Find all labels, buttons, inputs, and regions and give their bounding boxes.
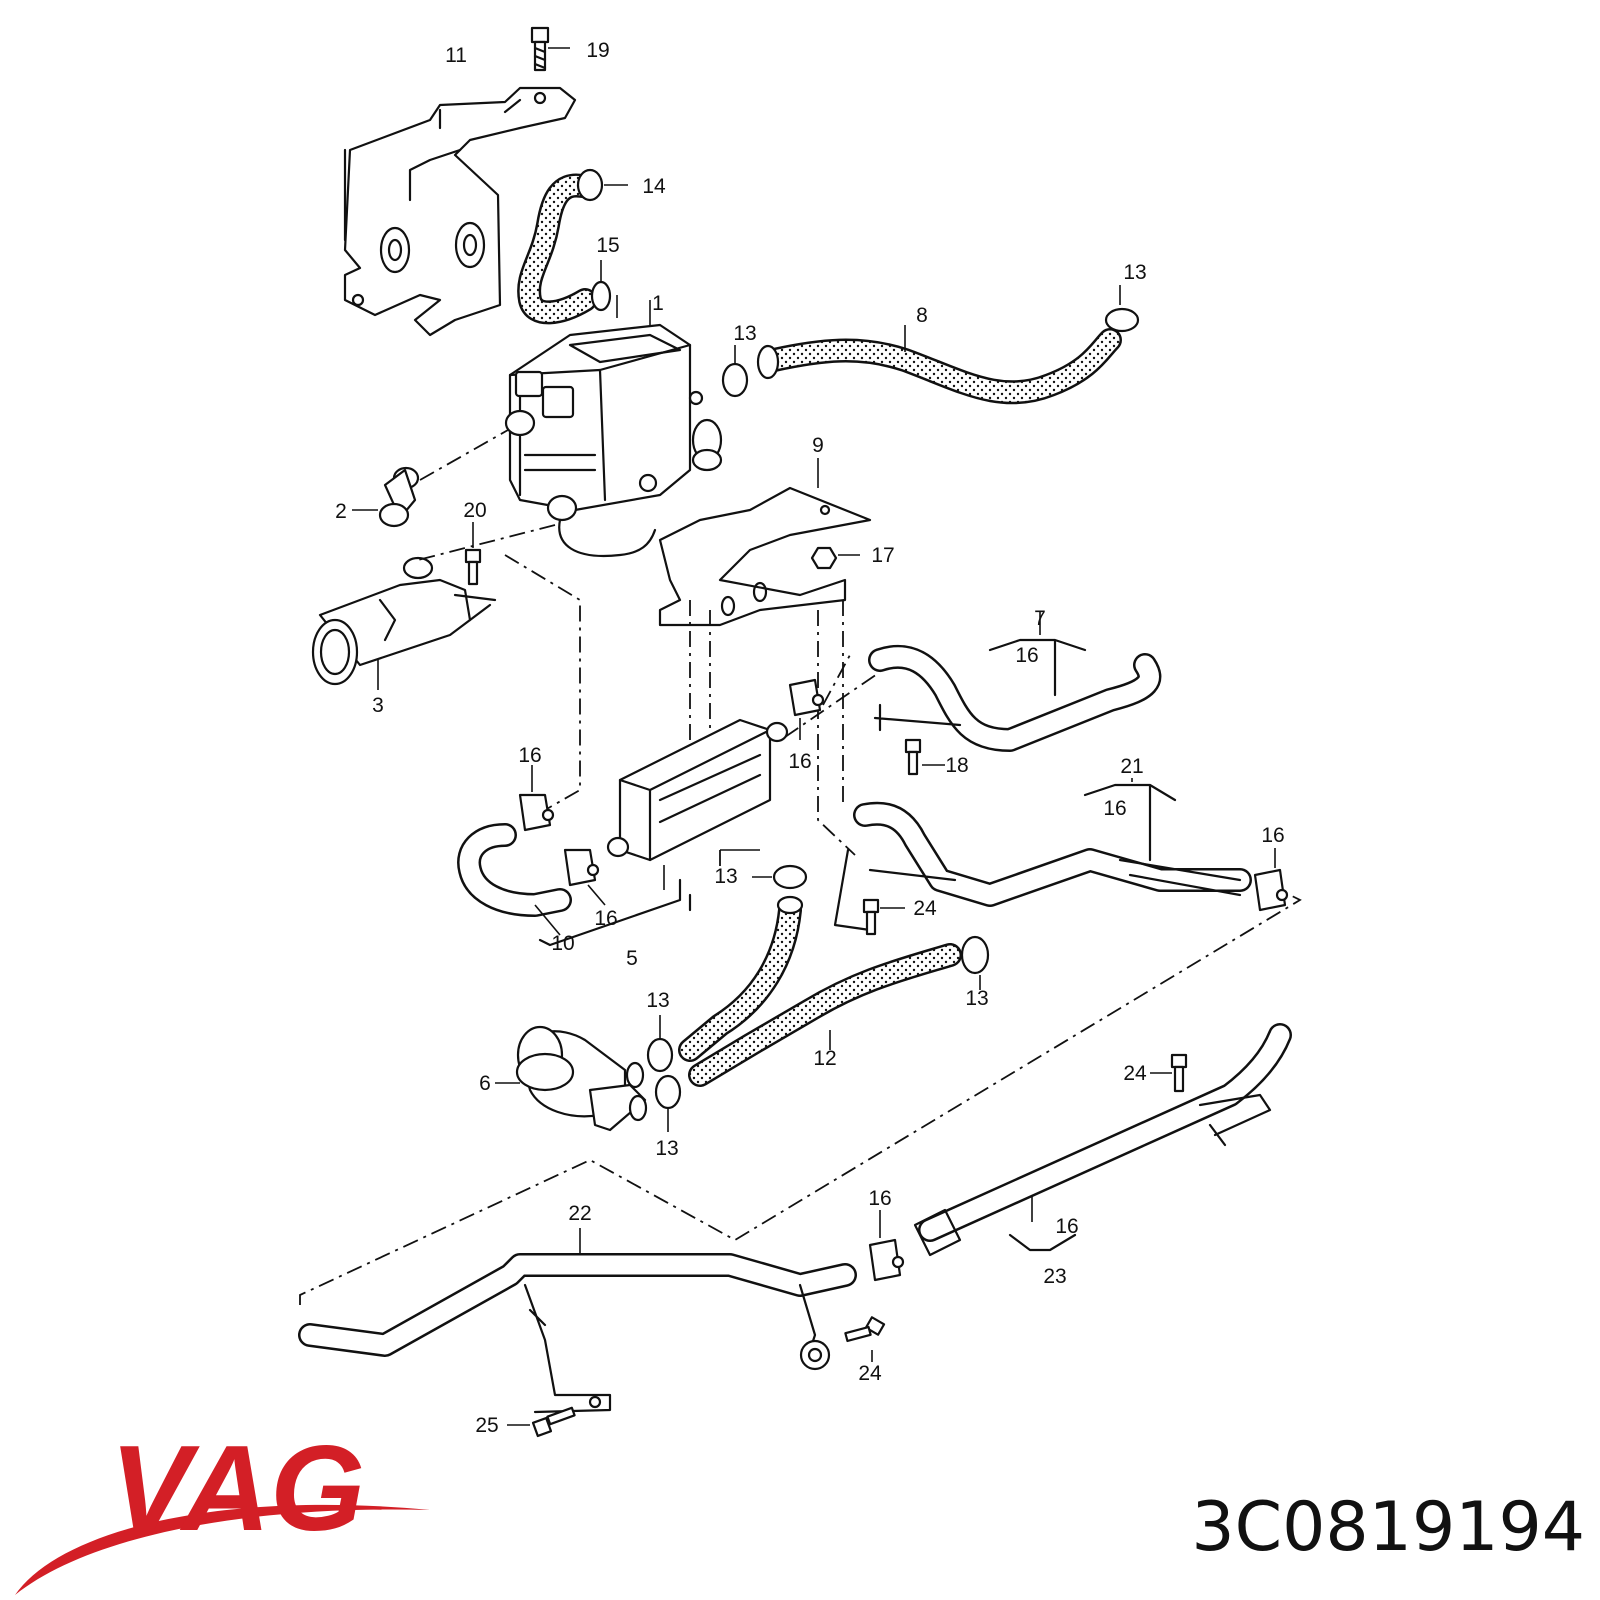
clamp-16-left-upper xyxy=(518,765,555,832)
callout-label: 16 xyxy=(518,744,541,767)
clamp-16-mid xyxy=(788,678,825,740)
bracket-11 xyxy=(343,86,577,337)
callout-label: 13 xyxy=(655,1137,678,1160)
brand-name: VAG xyxy=(110,1420,365,1556)
silencer-3 xyxy=(311,524,556,690)
callout-label: 13 xyxy=(1123,261,1146,284)
callout-label: 19 xyxy=(586,39,609,62)
callout-label: 22 xyxy=(568,1202,591,1225)
callout-label: 16 xyxy=(1103,797,1126,820)
callout-labels: 1 2 3 5 6 7 8 9 10 11 12 13 13 13 13 13 … xyxy=(335,39,1285,1437)
callout-label: 13 xyxy=(714,865,737,888)
bolt-18 xyxy=(904,738,945,776)
callout-label: 24 xyxy=(858,1362,882,1385)
part-number: 3C0819194 xyxy=(1191,1488,1585,1567)
callout-label: 13 xyxy=(733,322,756,345)
bolt-24-mid xyxy=(1150,1053,1188,1093)
muffler-5 xyxy=(538,671,881,947)
callout-label: 16 xyxy=(788,750,811,773)
clamp-13-right xyxy=(960,935,990,990)
clamp-13-upper xyxy=(721,345,749,398)
bolt-24-lower xyxy=(844,1316,886,1362)
callout-label: 13 xyxy=(965,987,988,1010)
callout-label: 16 xyxy=(1055,1215,1078,1238)
clamp-13-pump-upper xyxy=(646,1015,674,1073)
bolt-20 xyxy=(464,522,482,586)
callout-label: 2 xyxy=(335,500,347,523)
hose-10 xyxy=(457,823,572,936)
callout-label: 9 xyxy=(812,434,824,457)
pipe-23 xyxy=(913,1023,1292,1257)
nut-17 xyxy=(810,546,860,570)
callout-label: 24 xyxy=(1123,1062,1147,1085)
callout-label: 17 xyxy=(871,544,894,567)
hose-8 xyxy=(756,285,1140,405)
clamp-13-pump-lower xyxy=(654,1074,682,1132)
callout-label: 21 xyxy=(1120,755,1143,778)
callout-label: 1 xyxy=(652,292,664,315)
pump-6 xyxy=(495,1025,648,1132)
vag-logo: VAG xyxy=(15,1420,430,1595)
callout-label: 6 xyxy=(479,1072,491,1095)
bolt-25 xyxy=(507,1406,576,1438)
heater-1 xyxy=(504,295,723,558)
callout-label: 18 xyxy=(945,754,968,777)
clamp-13-center xyxy=(752,864,808,890)
callout-label: 13 xyxy=(646,989,669,1012)
callout-label: 11 xyxy=(445,44,467,67)
callout-label: 16 xyxy=(1015,644,1038,667)
bolt-19 xyxy=(530,26,570,72)
elbow-2 xyxy=(352,429,509,528)
callout-label: 24 xyxy=(913,897,937,920)
callout-label: 20 xyxy=(463,499,486,522)
callout-label: 12 xyxy=(813,1047,836,1070)
callout-label: 5 xyxy=(626,947,638,970)
callout-label: 14 xyxy=(642,175,666,198)
clamp-16-bottom xyxy=(868,1210,905,1282)
callout-label: 7 xyxy=(1034,607,1046,630)
hose-12 xyxy=(678,895,962,1087)
callout-label: 10 xyxy=(551,932,574,955)
bolt-24-upper xyxy=(862,898,905,936)
clamp-16-left-lower xyxy=(563,848,606,906)
clamp-15 xyxy=(590,260,612,312)
callout-label: 16 xyxy=(594,907,617,930)
pipe-21 xyxy=(833,778,1252,932)
callout-label: 25 xyxy=(475,1414,498,1437)
callout-label: 16 xyxy=(868,1187,891,1210)
callout-label: 3 xyxy=(372,694,384,717)
pipe-7 xyxy=(868,612,1162,752)
dash-guides xyxy=(299,554,1302,1305)
callout-label: 16 xyxy=(1261,824,1284,847)
callout-label: 15 xyxy=(596,234,619,257)
pipe-22 xyxy=(298,1228,857,1414)
clamp-16-right xyxy=(1253,848,1289,912)
bracket-9 xyxy=(658,458,872,627)
callout-label: 8 xyxy=(916,304,928,327)
callout-label: 23 xyxy=(1043,1265,1066,1288)
hose-14 xyxy=(517,168,628,325)
